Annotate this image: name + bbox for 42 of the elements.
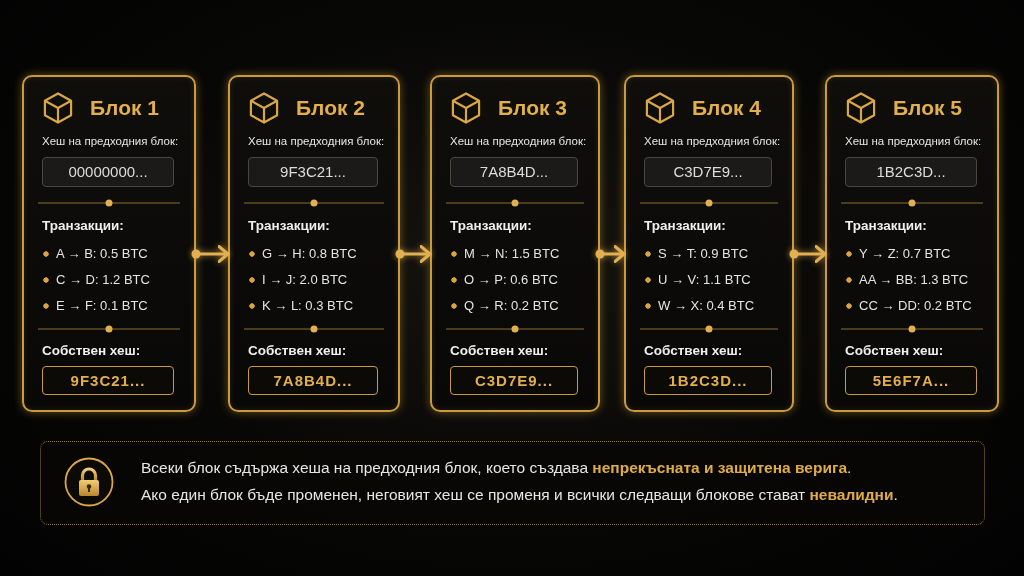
block-card <box>825 75 999 412</box>
arrow <box>595 245 626 263</box>
arrow <box>395 245 432 263</box>
note-text: Ако един блок бъде променен, неговият хеш се променя и всички следващи блокове стават невалидни. <box>141 485 898 505</box>
hash-field: 9F3C21... <box>42 366 174 395</box>
hash-field: 5E6F7A... <box>845 366 977 395</box>
block-title: Блок 4 <box>692 95 761 121</box>
hash-field: 9F3C21... <box>248 157 378 187</box>
block-title: Блок 2 <box>296 95 365 121</box>
section-heading: Транзакции: <box>450 217 532 235</box>
hash-field: 7A8B4D... <box>248 366 378 395</box>
block-title: Блок 1 <box>90 95 159 121</box>
field-label: Собствен хеш: <box>450 342 549 360</box>
field-label: Хеш на предходния блок: <box>450 134 587 149</box>
field-label: Собствен хеш: <box>42 342 141 360</box>
field-label: Хеш на предходния блок: <box>845 134 982 149</box>
field-label: Собствен хеш: <box>644 342 743 360</box>
block-card <box>228 75 400 412</box>
note-panel <box>40 441 985 525</box>
field-label: Собствен хеш: <box>845 342 944 360</box>
field-label: Хеш на предходния блок: <box>248 134 385 149</box>
hash-field: 1B2C3D... <box>845 157 977 187</box>
hash-field: 00000000... <box>42 157 174 187</box>
field-label: Собствен хеш: <box>248 342 347 360</box>
section-heading: Транзакции: <box>42 217 124 235</box>
hash-field: 1B2C3D... <box>644 366 772 395</box>
note-text: Всеки блок съдържа хеша на предходния блок, което създава непрекъсната и защитена верига. <box>141 458 852 478</box>
arrow <box>191 245 230 263</box>
section-heading: Транзакции: <box>248 217 330 235</box>
block-card <box>430 75 600 412</box>
hash-field: 7A8B4D... <box>450 157 578 187</box>
block-title: Блок 3 <box>498 95 567 121</box>
block-card <box>624 75 794 412</box>
field-label: Хеш на предходния блок: <box>42 134 179 149</box>
block-card <box>22 75 196 412</box>
section-heading: Транзакции: <box>644 217 726 235</box>
field-label: Хеш на предходния блок: <box>644 134 781 149</box>
hash-field: C3D7E9... <box>450 366 578 395</box>
arrow <box>789 245 827 263</box>
section-heading: Транзакции: <box>845 217 927 235</box>
block-title: Блок 5 <box>893 95 962 121</box>
hash-field: C3D7E9... <box>644 157 772 187</box>
